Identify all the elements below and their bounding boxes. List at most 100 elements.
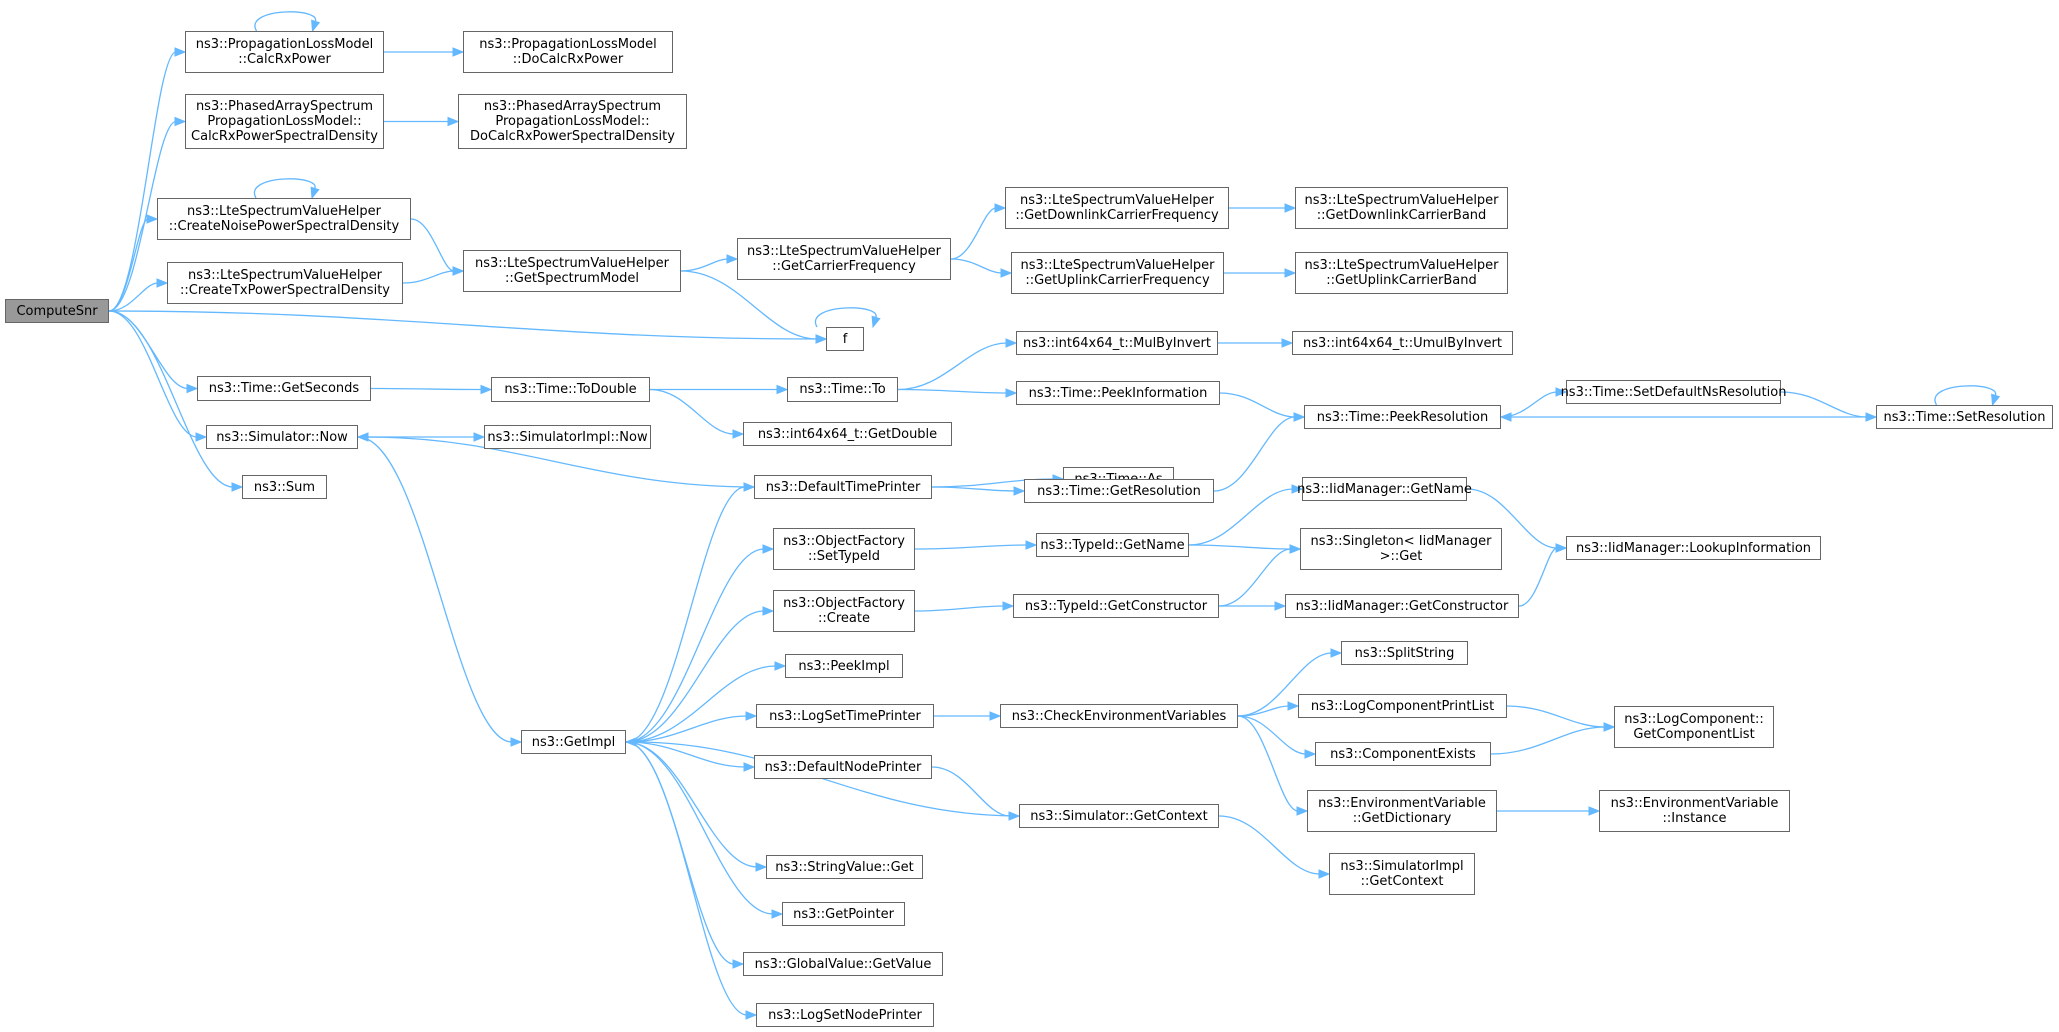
node-lte-getulcb[interactable]: ns3::LteSpectrumValueHelper ::GetUplinkC…: [1295, 252, 1508, 294]
node-f[interactable]: f: [826, 327, 864, 351]
node-logsetnodeprinter[interactable]: ns3::LogSetNodePrinter: [756, 1003, 934, 1027]
node-time-getres[interactable]: ns3::Time::GetResolution: [1024, 479, 1214, 503]
edge-arrowhead: [1603, 722, 1616, 732]
node-time-todouble[interactable]: ns3::Time::ToDouble: [491, 377, 650, 402]
edge-arrowhead: [447, 116, 460, 127]
edge-call: [950, 258, 1003, 274]
node-defaulttimeprinter[interactable]: ns3::DefaultTimePrinter: [754, 475, 932, 499]
node-lte-noise[interactable]: ns3::LteSpectrumValueHelper ::CreateNois…: [157, 198, 411, 240]
node-label: ns3::PropagationLossModel ::DoCalcRxPowe…: [479, 37, 657, 67]
node-label: ns3::Simulator::Now: [216, 429, 348, 445]
edge-arrowhead: [231, 482, 244, 492]
edge-call: [625, 610, 765, 743]
node-lte-getspec[interactable]: ns3::LteSpectrumValueHelper ::GetSpectru…: [463, 250, 681, 292]
edge-call: [357, 436, 513, 743]
node-singleton-get[interactable]: ns3::Singleton< IidManager >::Get: [1300, 528, 1502, 570]
node-of-settypeid[interactable]: ns3::ObjectFactory ::SetTypeId: [773, 528, 915, 570]
node-label: ns3::LteSpectrumValueHelper ::CreateTxPo…: [180, 268, 390, 298]
node-logsettimeprinter[interactable]: ns3::LogSetTimePrinter: [756, 704, 934, 728]
node-label: ns3::Time::To: [799, 382, 886, 397]
edge-arrowhead: [726, 254, 739, 264]
node-label: ns3::PropagationLossModel ::CalcRxPower: [195, 37, 374, 67]
node-typeid-getctor[interactable]: ns3::TypeId::GetConstructor: [1013, 594, 1219, 618]
edge-call: [1466, 488, 1558, 549]
node-iid-lookup[interactable]: ns3::IidManager::LookupInformation: [1566, 536, 1821, 560]
node-time-to[interactable]: ns3::Time::To: [787, 377, 898, 402]
node-stringvalue-get[interactable]: ns3::StringValue::Get: [766, 855, 923, 879]
edge-call: [1237, 715, 1307, 755]
edge-call: [1490, 726, 1606, 755]
node-time-peekres[interactable]: ns3::Time::PeekResolution: [1304, 405, 1501, 429]
node-lte-tx[interactable]: ns3::LteSpectrumValueHelper ::CreateTxPo…: [167, 262, 403, 304]
node-defaultnodeprinter[interactable]: ns3::DefaultNodePrinter: [754, 755, 932, 779]
node-envvar-getdict[interactable]: ns3::EnvironmentVariable ::GetDictionary: [1307, 790, 1497, 832]
node-computesnr[interactable]: ComputeSnr: [5, 299, 109, 323]
edge-call: [108, 282, 159, 312]
node-logcomp-getlist[interactable]: ns3::LogComponent:: GetComponentList: [1614, 706, 1774, 748]
edge-call: [108, 310, 198, 438]
node-pas-docalc[interactable]: ns3::PhasedArraySpectrum PropagationLoss…: [458, 94, 687, 149]
edge-arrowhead: [156, 278, 169, 288]
edge-arrowhead: [1289, 544, 1302, 554]
node-time-getseconds[interactable]: ns3::Time::GetSeconds: [197, 376, 371, 401]
node-pas-calc[interactable]: ns3::PhasedArraySpectrum PropagationLoss…: [185, 94, 384, 149]
node-lte-getcarrier[interactable]: ns3::LteSpectrumValueHelper ::GetCarrier…: [737, 238, 951, 280]
node-label: ns3::ComponentExists: [1330, 746, 1476, 762]
node-label: ns3::DefaultNodePrinter: [764, 759, 922, 775]
node-compexists[interactable]: ns3::ComponentExists: [1315, 742, 1491, 766]
node-lte-getdlcb[interactable]: ns3::LteSpectrumValueHelper ::GetDownlin…: [1295, 187, 1508, 229]
edge-arrowhead: [356, 432, 369, 442]
node-int-mulbyinvert[interactable]: ns3::int64x64_t::MulByInvert: [1016, 331, 1218, 355]
node-lte-getulcf[interactable]: ns3::LteSpectrumValueHelper ::GetUplinkC…: [1011, 252, 1224, 294]
node-envvar-instance[interactable]: ns3::EnvironmentVariable ::Instance: [1599, 790, 1790, 832]
edge-arrowhead: [1293, 412, 1306, 422]
node-label: ns3::LteSpectrumValueHelper ::CreateNois…: [168, 204, 400, 234]
edge-call: [410, 218, 455, 272]
edge-arrowhead: [1274, 601, 1287, 611]
node-time-setres[interactable]: ns3::Time::SetResolution: [1876, 405, 2053, 429]
node-int-getdouble[interactable]: ns3::int64x64_t::GetDouble: [743, 422, 952, 446]
node-logcompprintlist[interactable]: ns3::LogComponentPrintList: [1298, 694, 1507, 718]
edge-call: [950, 207, 997, 260]
edge-arrowhead: [1555, 387, 1568, 397]
edge-call: [108, 310, 234, 488]
edge-arrowhead: [1284, 268, 1297, 278]
node-sum[interactable]: ns3::Sum: [242, 475, 327, 499]
node-plm-calcrx[interactable]: ns3::PropagationLossModel ::CalcRxPower: [185, 31, 384, 73]
node-time-setdefault[interactable]: ns3::Time::SetDefaultNsResolution: [1561, 380, 1786, 404]
node-iid-getctor[interactable]: ns3::IidManager::GetConstructor: [1285, 594, 1519, 618]
edge-arrowhead: [732, 959, 745, 969]
node-plm-docalcrx[interactable]: ns3::PropagationLossModel ::DoCalcRxPowe…: [463, 31, 673, 73]
node-sim-now[interactable]: ns3::Simulator::Now: [206, 425, 358, 449]
node-of-create[interactable]: ns3::ObjectFactory ::Create: [773, 590, 915, 632]
node-lte-getdlcf[interactable]: ns3::LteSpectrumValueHelper ::GetDownlin…: [1005, 187, 1229, 229]
node-getpointer[interactable]: ns3::GetPointer: [782, 902, 905, 926]
node-checkenv[interactable]: ns3::CheckEnvironmentVariables: [1000, 704, 1238, 728]
edge-call: [680, 258, 729, 272]
edge-call: [108, 310, 818, 340]
node-simimpl-now[interactable]: ns3::SimulatorImpl::Now: [484, 425, 651, 449]
edge-call: [108, 51, 177, 312]
edge-call: [625, 741, 774, 915]
node-globalvalue-getvalue[interactable]: ns3::GlobalValue::GetValue: [743, 952, 943, 976]
node-label: ns3::LteSpectrumValueHelper ::GetCarrier…: [746, 244, 942, 274]
edge-call: [1218, 548, 1292, 607]
node-splitstring[interactable]: ns3::SplitString: [1341, 641, 1468, 665]
edge-arrowhead: [174, 116, 187, 127]
node-label: ns3::LteSpectrumValueHelper ::GetUplinkC…: [1304, 258, 1499, 288]
edge-call: [1213, 416, 1296, 492]
node-label: ns3::Time::SetDefaultNsResolution: [1560, 384, 1787, 400]
node-typeid-getname[interactable]: ns3::TypeId::GetName: [1036, 533, 1189, 557]
edge-arrowhead: [310, 186, 320, 200]
node-int-umulbyinvert[interactable]: ns3::int64x64_t::UmulByInvert: [1292, 331, 1513, 355]
node-getimpl[interactable]: ns3::GetImpl: [521, 730, 626, 754]
node-simimpl-getcontext[interactable]: ns3::SimulatorImpl ::GetContext: [1329, 853, 1475, 895]
edge-call: [914, 605, 1005, 612]
node-sim-getcontext[interactable]: ns3::Simulator::GetContext: [1019, 804, 1219, 828]
node-iid-getname[interactable]: ns3::IidManager::GetName: [1297, 477, 1472, 501]
edge-arrowhead: [1291, 484, 1304, 494]
node-time-peekinfo[interactable]: ns3::Time::PeekInformation: [1016, 381, 1220, 405]
node-peekimpl[interactable]: ns3::PeekImpl: [785, 654, 903, 678]
edge-arrowhead: [510, 737, 523, 747]
